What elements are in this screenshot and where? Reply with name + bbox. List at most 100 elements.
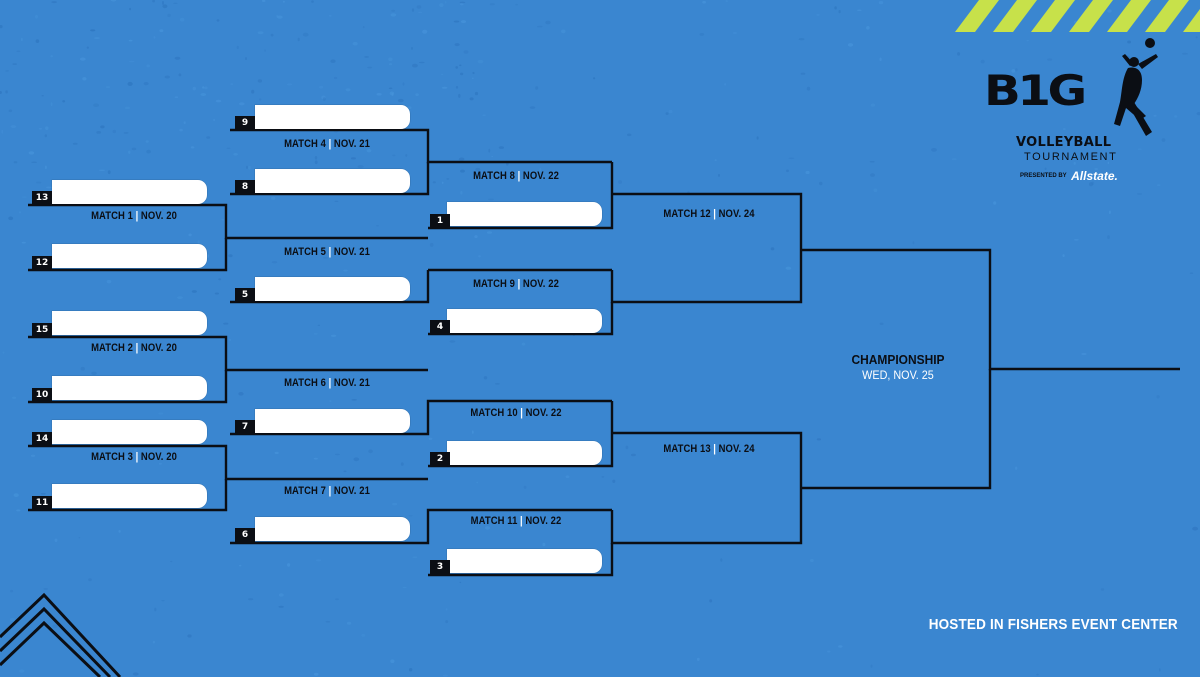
seed-badge: 3 [430,560,450,574]
speckle [866,26,870,30]
match-date: NOV. 22 [525,407,562,419]
speckle [402,586,407,589]
speckle [114,349,118,352]
chevron-decoration [0,592,122,677]
match-date: NOV. 20 [140,210,177,222]
speckle [251,89,255,94]
speckle [274,451,279,455]
speckle [271,261,278,264]
speckle [1062,254,1065,258]
team-slot [255,517,410,541]
speckle [192,86,196,91]
speckle [542,542,546,547]
team-slot [447,202,602,226]
match-label: MATCH 2|NOV. 20 [91,342,177,354]
speckle [388,57,393,62]
speckle [329,400,332,402]
speckle [458,157,465,161]
team-slot [255,105,410,129]
speckle [174,56,181,60]
speckle [261,0,266,2]
speckle [334,453,340,456]
speckle [1107,161,1110,165]
speckle [390,13,397,17]
speckle [8,109,13,113]
match-label: MATCH 12|NOV. 24 [663,208,755,220]
speckle [213,118,216,122]
speckle [330,59,336,63]
speckle [286,83,293,86]
speckle [1174,115,1178,118]
speckle [788,157,795,160]
speckle [411,8,415,12]
speckle [718,173,720,177]
match-label: MATCH 5|NOV. 21 [284,246,370,258]
speckle [202,86,205,89]
speckle [432,181,436,184]
speckle [43,588,48,590]
speckle [415,93,419,96]
speckle [391,92,394,97]
speckle [521,342,526,346]
speckle [0,25,3,29]
speckle [1015,68,1018,72]
speckle [94,37,100,39]
speckle [400,462,404,466]
speckle [197,240,200,245]
speckle [96,131,102,134]
match-date: NOV. 20 [140,342,177,354]
speckle [41,95,44,97]
speckle [346,621,352,625]
speckle [529,106,536,109]
speckle [418,61,425,64]
speckle [495,383,500,385]
speckle [376,93,382,96]
logo-presented-by: PRESENTED BY Allstate. [1020,167,1118,185]
speckle [51,1,57,4]
speckle [870,173,875,177]
match-date: NOV. 24 [718,208,755,220]
match-number: MATCH 7 [284,485,327,497]
speckle [13,161,18,164]
speckle [79,57,86,61]
speckle [152,640,155,644]
sponsor-name: Allstate. [1071,168,1118,183]
team-slot [52,244,207,268]
speckle [133,448,138,453]
speckle [162,4,168,9]
speckle [343,269,348,272]
speckle [810,558,814,563]
speckle [129,7,132,11]
speckle [0,91,2,94]
speckle [1009,79,1015,82]
speckle [388,87,393,90]
speckle [951,158,957,161]
speckle [313,457,318,460]
speckle [368,449,373,454]
speckle [523,485,527,489]
speckle [78,537,81,539]
speckle [1107,235,1110,240]
speckle [478,255,481,258]
speckle [1127,40,1131,44]
speckle [154,607,157,612]
speckle [45,126,49,130]
speckle [9,617,16,622]
speckle [38,127,43,130]
team-slot [52,311,207,335]
match-number: MATCH 6 [284,377,327,389]
speckle [118,530,121,533]
speckle [88,578,92,582]
speckle [1159,668,1161,672]
speckle [472,71,475,75]
speckle [1074,238,1079,241]
speckle [565,475,570,479]
seed-badge: 12 [32,256,52,270]
speckle [476,481,479,484]
match-number: MATCH 9 [473,278,516,290]
championship-label: CHAMPIONSHIP WED, NOV. 25 [803,352,993,382]
speckle [445,608,448,611]
speckle [131,147,137,151]
speckle [459,1,466,4]
hazard-stripes [955,0,1200,32]
